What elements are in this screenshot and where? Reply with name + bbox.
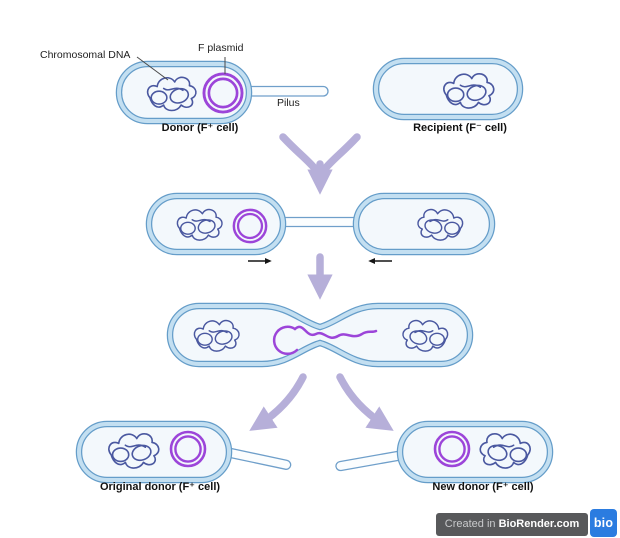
stage2-donor-membrane-band (147, 194, 285, 254)
recipient-membrane-band (374, 59, 522, 119)
stage1-donor-cell (115, 60, 329, 125)
chromosomal-dna-pointer-line (136, 56, 169, 81)
stage2-recipient-membrane-outer (352, 192, 496, 256)
original-donor-pilus (225, 447, 292, 470)
merge-arrows-icon (279, 133, 361, 195)
biorender-watermark[interactable]: Created in BioRender.com bio (436, 508, 620, 537)
original-donor-membrane-outer (75, 420, 233, 484)
new-donor-membrane-outer (396, 420, 554, 484)
recipient-membrane-outer (372, 57, 524, 121)
donor-membrane-band (117, 62, 251, 123)
pilus-label: Pilus (277, 97, 300, 109)
new-donor-label: New donor (F⁺ cell) (432, 481, 534, 493)
split-arrows-icon (249, 373, 394, 431)
original-donor-membrane-band (77, 422, 231, 482)
new-donor-membrane-band (398, 422, 552, 482)
fused-membrane-band (168, 304, 472, 366)
stage4-new-donor-cell (335, 420, 554, 484)
stage4-original-donor-cell (75, 420, 292, 484)
f-plasmid-label: F plasmid (198, 42, 244, 54)
donor-cell-label: Donor (F⁺ cell) (161, 122, 239, 134)
chromosomal-dna-label: Chromosomal DNA (40, 49, 131, 61)
donor-pilus (241, 85, 329, 97)
conjugation-bridge (277, 216, 361, 228)
donor-membrane-outer (115, 60, 253, 125)
watermark-bar[interactable]: Created in BioRender.com (436, 512, 588, 536)
original-donor-label: Original donor (F⁺ cell) (99, 481, 221, 493)
watermark-prefix: Created in (444, 518, 499, 530)
stage3-fused-cells (166, 302, 474, 368)
stage2-attached-pair (145, 192, 496, 256)
new-donor-pilus (335, 450, 406, 472)
watermark-brand: BioRender.com (498, 518, 580, 530)
stage2-recipient-membrane-band (354, 194, 494, 254)
stage1-recipient-cell (372, 57, 524, 121)
transferring-plasmid-icon (272, 325, 378, 355)
biorender-logo-icon[interactable]: bio (590, 508, 617, 537)
recipient-cell-label: Recipient (F⁻ cell) (413, 122, 507, 134)
